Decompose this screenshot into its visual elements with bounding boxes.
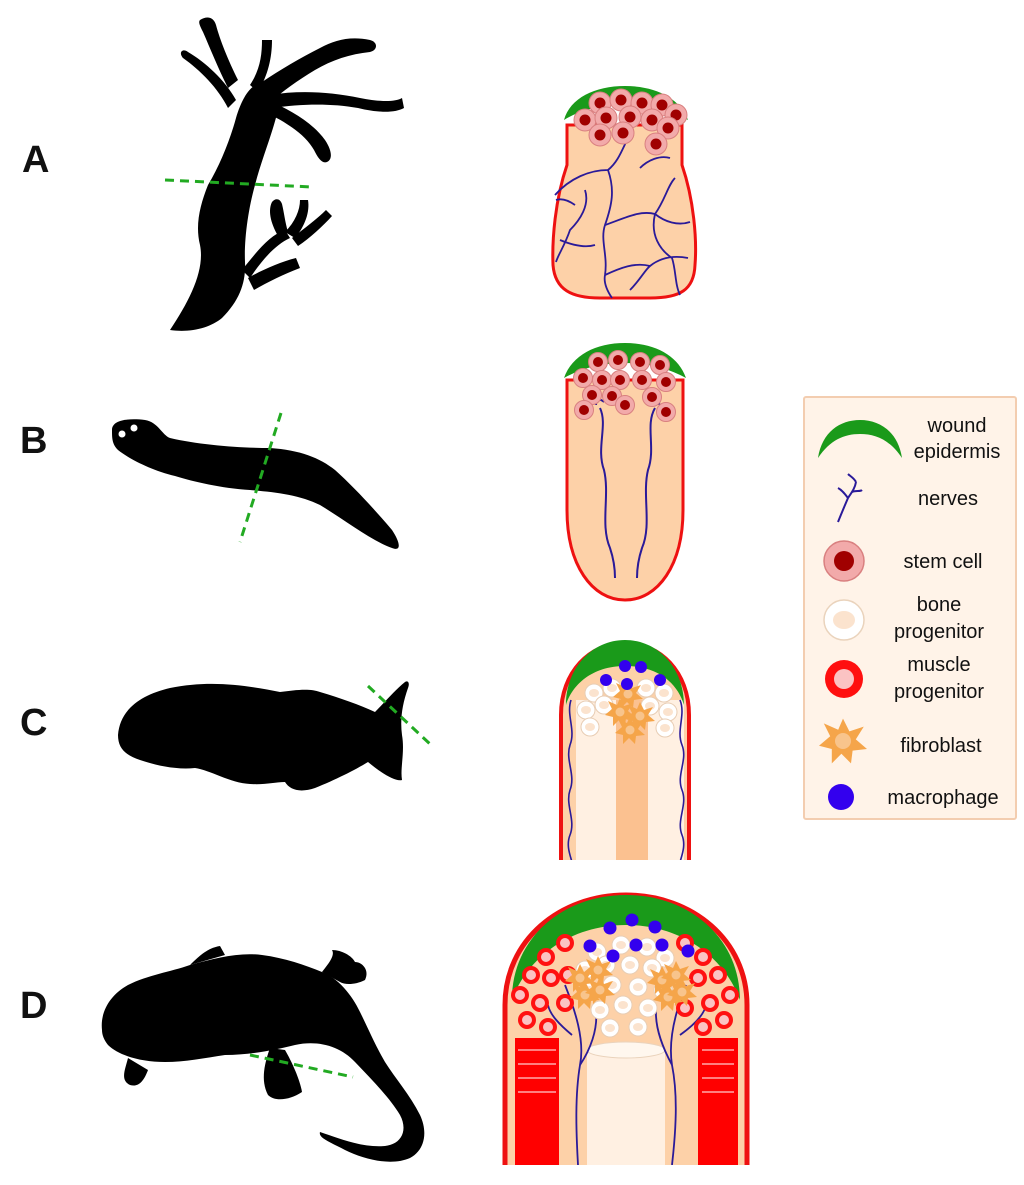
legend-label-progenitor-muscle: progenitor	[894, 681, 984, 703]
diagram-b	[564, 343, 686, 602]
stem-cell-icon	[823, 540, 865, 582]
panel-label-b: B	[20, 420, 47, 462]
nerves-c	[567, 699, 685, 860]
diagram-a	[551, 86, 698, 300]
legend-label-wound: wound	[927, 415, 987, 437]
tissue-a	[551, 123, 698, 300]
panel-label-c: C	[20, 702, 47, 744]
wound-epidermis-d	[512, 895, 740, 1000]
planarian-silhouette	[112, 419, 399, 549]
legend-label-stem-cell: stem cell	[904, 551, 983, 573]
legend-label-progenitor-bone: progenitor	[894, 621, 984, 643]
legend-label-bone: bone	[917, 594, 962, 616]
stem-cells-b	[573, 350, 676, 422]
panel-label-d: D	[20, 985, 47, 1027]
nerve-network-a	[554, 137, 691, 299]
legend-label-fibroblast: fibroblast	[900, 735, 982, 757]
bone-d	[587, 1050, 665, 1165]
macrophages-c	[600, 660, 666, 690]
muscle-striations-d	[518, 1049, 734, 1093]
tissue-b	[565, 378, 685, 602]
macrophages-d	[583, 913, 695, 963]
fibroblast-icon	[819, 718, 867, 764]
muscle-left-d	[515, 1038, 559, 1165]
legend-label-nerves: nerves	[918, 488, 978, 510]
hydra-silhouette	[170, 17, 404, 331]
macrophage-icon	[828, 784, 854, 810]
fish-silhouette	[118, 681, 409, 791]
muscle-right-d	[698, 1038, 738, 1165]
cut-line-d	[249, 1053, 354, 1079]
panel-label-a: A	[22, 139, 49, 181]
eyespot-icon	[130, 424, 138, 432]
legend-label-macrophage: macrophage	[887, 787, 998, 809]
bone-progenitor-icon	[823, 599, 865, 641]
nerve-icon	[837, 473, 863, 523]
diagram-c	[559, 640, 691, 860]
legend-label-epidermis: epidermis	[914, 441, 1001, 463]
wound-epidermis-icon	[818, 420, 902, 458]
cut-line-a	[164, 178, 313, 189]
cut-line-b	[238, 412, 283, 543]
legend-label-muscle: muscle	[907, 654, 970, 676]
muscle-progenitor-icon	[825, 660, 863, 698]
legend-box	[803, 396, 1017, 820]
wound-epidermis-c	[566, 640, 684, 705]
legend: wound epidermis nerves stem cell bone pr…	[803, 396, 1017, 820]
salamander-silhouette	[101, 946, 425, 1162]
eyespot-icon	[118, 430, 126, 438]
diagram-d	[502, 892, 750, 1165]
